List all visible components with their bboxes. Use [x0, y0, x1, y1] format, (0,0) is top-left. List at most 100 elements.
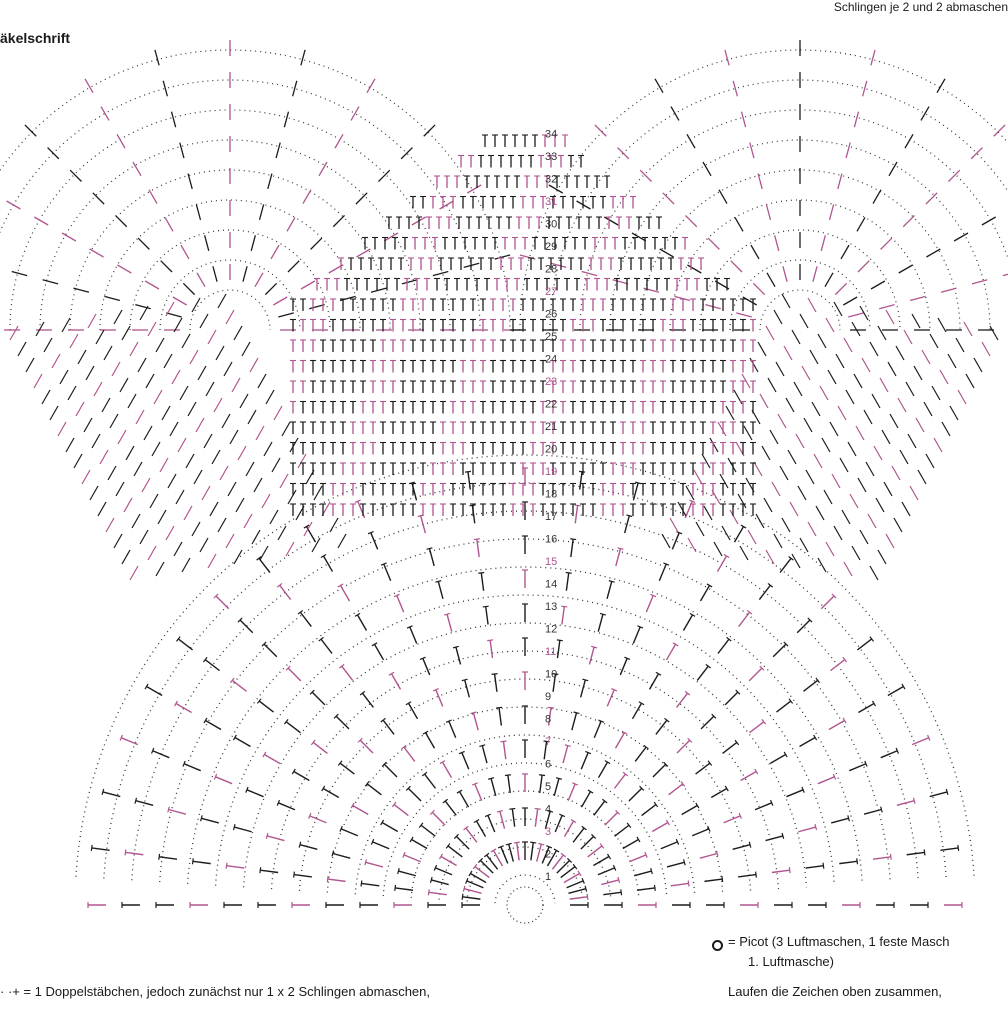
stitch-mark [546, 850, 558, 867]
panel-stitch [181, 557, 191, 573]
panel-stitch [205, 381, 215, 397]
stitch-crossbar [320, 553, 327, 559]
fan-stitch-mark [432, 270, 449, 277]
panel-stitch [719, 473, 729, 489]
stitch-mark [278, 802, 296, 811]
stitch-crossbar [471, 782, 478, 786]
stitch-crossbar [381, 761, 387, 767]
fan-stitch-mark [117, 264, 132, 274]
panel-stitch [879, 377, 889, 393]
panel-stitch [201, 485, 211, 501]
fan-stitch-mark [292, 80, 298, 97]
panel-stitch [229, 429, 239, 445]
panel-stitch [809, 349, 819, 365]
stitch-mark [431, 879, 449, 886]
fan-stitch-mark [423, 124, 436, 137]
stitch-mark [896, 800, 915, 807]
panel-stitch [163, 353, 173, 369]
fan-stitch-mark [643, 287, 660, 293]
panel-stitch [17, 341, 27, 357]
stitch-crossbar [337, 760, 343, 766]
stitch-crossbar [672, 642, 679, 647]
stitch-crossbar [427, 889, 430, 896]
stitch-crossbar [695, 802, 700, 809]
panel-stitch [265, 389, 275, 405]
chain-arc [494, 874, 556, 904]
panel-stitch [269, 509, 279, 525]
stitch-mark [420, 515, 427, 534]
panel-stitch [793, 381, 803, 397]
stitch-crossbar [432, 688, 439, 692]
panel-stitch [213, 397, 223, 413]
stitch-mark [619, 658, 628, 676]
stitch-mark [695, 762, 711, 775]
panel-stitch [811, 401, 821, 417]
panel-stitch [165, 525, 175, 541]
panel-stitch [329, 517, 339, 533]
stitch-crossbar [606, 853, 612, 860]
stitch-mark [863, 808, 882, 815]
fan-stitch-mark [11, 270, 28, 277]
stitch-crossbar [438, 853, 444, 860]
fan-stitch-mark [948, 169, 961, 182]
fan-stitch-mark [401, 279, 418, 285]
stitch-crossbar [599, 612, 606, 616]
stitch-mark [632, 626, 641, 644]
stitch-mark [771, 869, 790, 874]
stitch-mark [820, 595, 835, 610]
stitch-mark [651, 821, 669, 833]
stitch-mark [320, 638, 333, 654]
fan-stitch-mark [925, 192, 938, 205]
stitch-mark [485, 606, 489, 625]
stitch-crossbar [504, 774, 511, 777]
stitch-crossbar [611, 688, 618, 692]
stitch-mark [475, 820, 487, 837]
fan-stitch-mark [250, 235, 256, 251]
stitch-crossbar [788, 698, 794, 704]
panel-stitch [157, 509, 167, 525]
stitch-mark [258, 700, 274, 713]
stitch-crossbar [150, 747, 155, 754]
stitch-mark [507, 775, 511, 794]
stitch-crossbar [663, 761, 669, 767]
stitch-mark [215, 595, 230, 610]
stitch-mark [717, 638, 730, 654]
stitch-mark [636, 887, 655, 891]
stitch-mark [722, 741, 738, 754]
fan-stitch-mark [154, 49, 160, 66]
panel-stitch [849, 493, 859, 509]
panel-stitch [789, 501, 799, 517]
stitch-mark [365, 861, 384, 868]
panel-stitch [837, 405, 847, 421]
panel-stitch [787, 449, 797, 465]
panel-stitch [125, 445, 135, 461]
panel-stitch [831, 473, 841, 489]
panel-stitch [889, 413, 899, 429]
panel-stitch [153, 389, 163, 405]
stitch-mark [535, 843, 542, 862]
stitch-crossbar [491, 673, 498, 675]
panel-stitch [137, 357, 147, 373]
stitch-crossbar [856, 858, 859, 865]
fan-stitch-mark [824, 272, 834, 288]
panel-stitch [839, 457, 849, 473]
panel-stitch [817, 333, 827, 349]
stitch-mark [593, 800, 606, 816]
fan-stitch-mark [104, 295, 121, 302]
fan-stitch-mark [148, 189, 158, 204]
stitch-crossbar [832, 773, 837, 780]
stitch-crossbar [665, 819, 670, 826]
stitch-crossbar [754, 768, 759, 775]
fan-stitch-mark [84, 78, 94, 94]
stitch-crossbar [458, 750, 465, 755]
stitch-crossbar [477, 857, 483, 863]
stitch-crossbar [350, 802, 355, 809]
panel-stitch [215, 345, 225, 361]
panel-stitch [175, 489, 185, 505]
stitch-mark [285, 721, 301, 734]
stitch-crossbar [371, 642, 378, 647]
panel-stitch [107, 465, 117, 481]
fan-stitch-mark [318, 161, 328, 177]
stitch-crossbar [364, 781, 370, 787]
chain-arc [103, 482, 947, 879]
